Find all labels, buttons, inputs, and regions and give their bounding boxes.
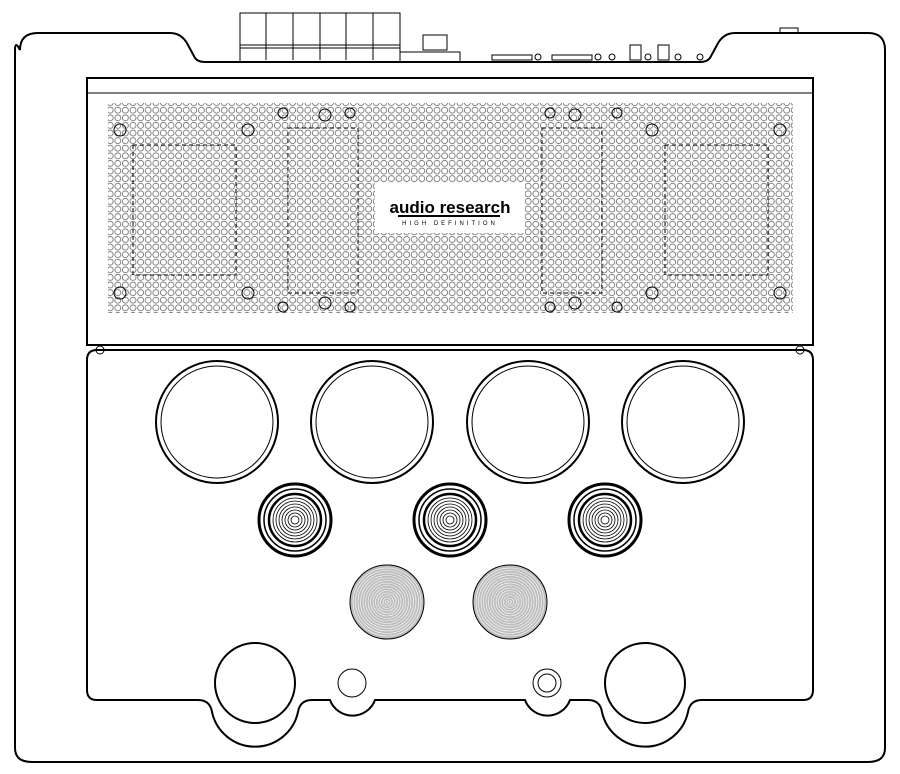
small-tube [567, 482, 643, 558]
rear-connectors [239, 12, 799, 63]
small-tube [257, 482, 333, 558]
power-tubes [155, 360, 745, 484]
small-tubes [257, 482, 643, 558]
bottom-rings [214, 642, 686, 724]
grille-cover: audio research HIGH DEFINITION [86, 77, 814, 346]
capacitor [349, 564, 425, 640]
logo-brand: audio research [390, 198, 511, 217]
small-tube [412, 482, 488, 558]
power-tube [621, 360, 745, 484]
tube-plate [86, 349, 814, 748]
logo-tagline: HIGH DEFINITION [402, 221, 498, 227]
power-tube [155, 360, 279, 484]
capacitors [349, 564, 548, 640]
capacitor [472, 564, 548, 640]
power-tube [466, 360, 590, 484]
power-tube [310, 360, 434, 484]
chassis-outline [14, 32, 886, 763]
